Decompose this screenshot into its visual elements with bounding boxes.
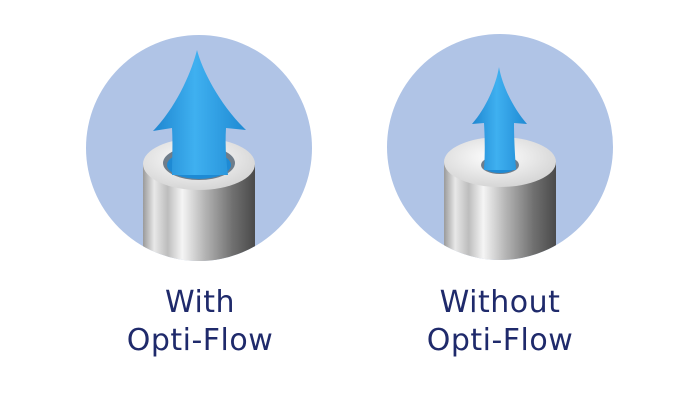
panel-with-opti-flow: With Opti-Flow [50,0,350,400]
small-arrow-icon [472,67,527,170]
caption-with-opti-flow: With Opti-Flow [50,284,350,360]
with-opti-flow-illustration [86,35,312,261]
caption-line-2: Opti-Flow [126,323,274,358]
large-arrow-icon [153,50,246,175]
caption-without-opti-flow: Without Opti-Flow [350,284,650,360]
caption-line-1: Without [439,285,561,320]
without-opti-flow-illustration [387,34,613,260]
panel-without-opti-flow: Without Opti-Flow [350,0,650,400]
caption-line-2: Opti-Flow [426,323,574,358]
caption-line-1: With [164,285,236,320]
